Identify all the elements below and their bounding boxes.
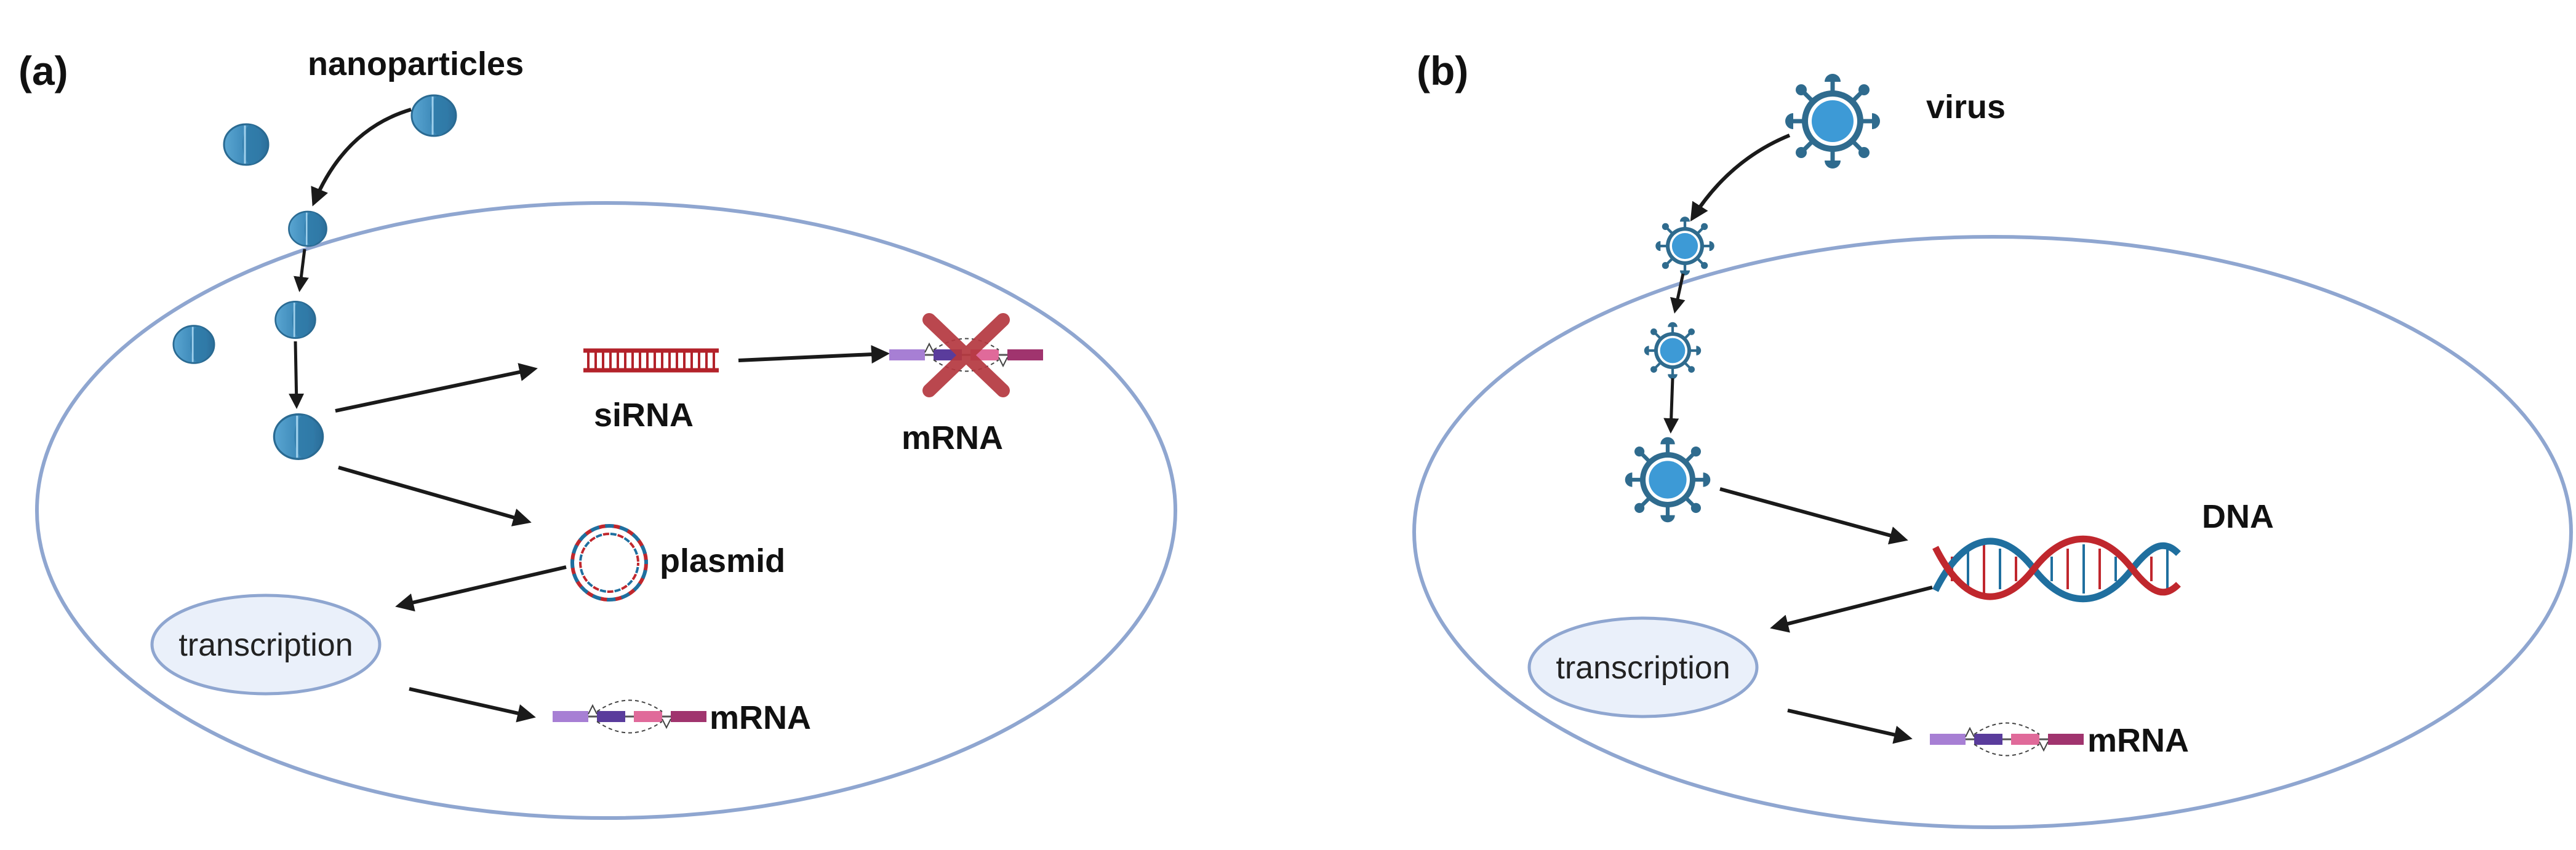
panel-a-letter: (a) [18, 48, 68, 93]
arrow-to-plasmid [338, 466, 532, 526]
label-dna: DNA [2202, 498, 2274, 535]
arrow-dna-to-transcription [1770, 586, 1933, 633]
virus-icon [1625, 437, 1711, 523]
sirna-icon [583, 348, 719, 373]
transcription-bubble-b [1527, 616, 1759, 718]
arrow-transcription-to-mrna-a [409, 687, 536, 723]
arrow-to-sirna [335, 363, 538, 413]
nanoparticle-icon [410, 94, 457, 137]
label-plasmid: plasmid [660, 542, 785, 579]
panel-b: (b) virus [1412, 48, 2573, 829]
nanoparticle-icon [172, 325, 215, 364]
nanoparticle-icon [223, 123, 270, 166]
label-transcription-a: transcription [178, 627, 353, 663]
virus-icon [1785, 74, 1880, 169]
nanoparticle-icon [274, 300, 316, 340]
virus-icon [1644, 322, 1701, 379]
label-virus: virus [1926, 89, 2006, 125]
nanoparticle-icon [288, 210, 327, 247]
arrow-b-2 [1663, 378, 1679, 434]
label-mrna-knockdown: mRNA [902, 419, 1003, 456]
cell-membrane-b [1412, 235, 2573, 829]
transcription-bubble-a [150, 594, 382, 696]
arrow-sirna-to-mrna [738, 345, 890, 364]
arrow-b-1 [1670, 273, 1686, 314]
arrow-entry-a [311, 108, 412, 207]
arrow-entry-b [1690, 133, 1791, 222]
virus-icon [1655, 216, 1714, 275]
label-transcription-b: transcription [1556, 650, 1730, 686]
label-sirna: siRNA [594, 397, 694, 434]
nanoparticle-icon [273, 413, 324, 460]
label-mrna-output-a: mRNA [710, 699, 811, 736]
arrow-a-2 [289, 341, 305, 409]
cell-membrane-a [35, 201, 1177, 820]
mrna-icon [551, 699, 708, 734]
dna-helix-icon [1932, 535, 2181, 603]
arrow-a-1 [294, 248, 309, 292]
arrow-plasmid-to-transcription [395, 565, 567, 612]
panel-b-letter: (b) [1417, 48, 1468, 93]
panel-a: (a) nanoparticles [18, 46, 1177, 820]
arrow-virus-to-dna [1719, 487, 1908, 545]
label-nanoparticles: nanoparticles [308, 46, 524, 82]
arrow-transcription-to-mrna-b [1787, 709, 1913, 744]
plasmid-icon [570, 524, 648, 602]
knockdown-cross-icon [922, 313, 1010, 397]
label-mrna-output-b: mRNA [2087, 722, 2189, 759]
mrna-icon [1929, 722, 2085, 757]
